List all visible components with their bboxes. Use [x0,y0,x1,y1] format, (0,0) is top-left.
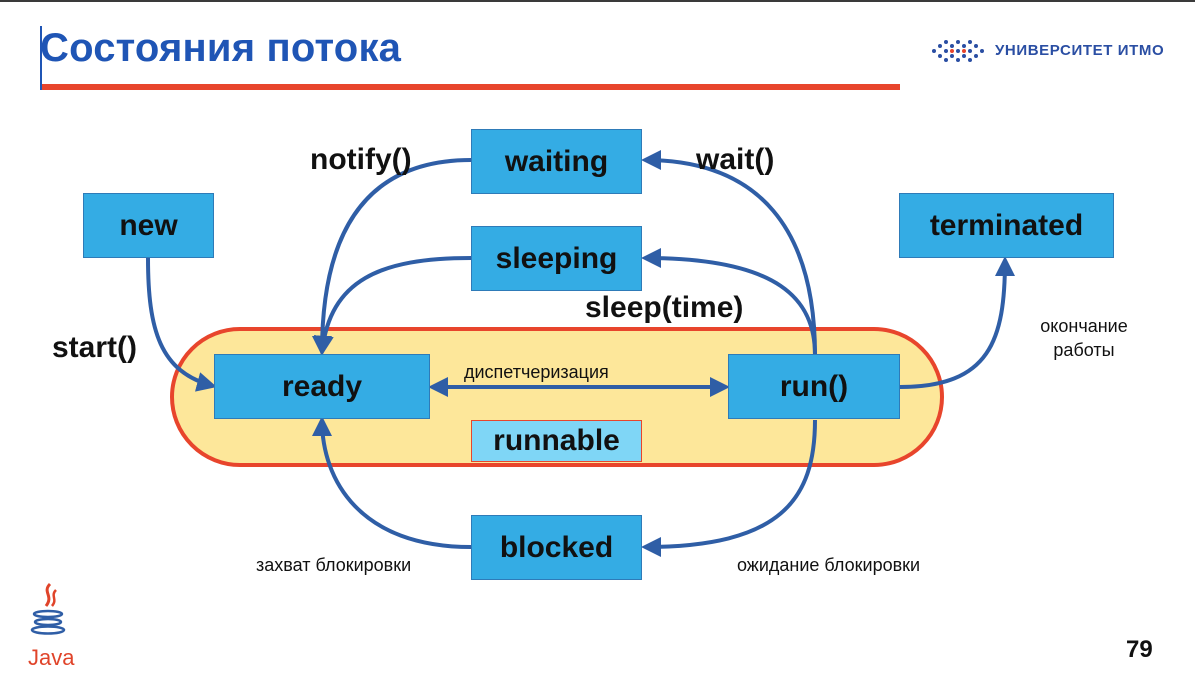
java-logo-icon [30,582,66,635]
logo-text: УНИВЕРСИТЕТ ИТМО [995,42,1165,59]
state-ready: ready [214,354,430,419]
state-terminated: terminated [899,193,1114,258]
label-notify: notify() [310,143,412,176]
slide-title: Состояния потока [40,26,402,70]
state-new: new [83,193,214,258]
label-sleep: sleep(time) [585,291,744,324]
label-lock-acquire: захват блокировки [256,555,412,575]
runnable-label: runnable [471,420,642,462]
arrow-blocked-ready [312,416,472,549]
title-accent [40,26,42,90]
state-sleeping: sleeping [471,226,642,291]
title-bar: Состояния потока [40,26,900,90]
state-blocked: blocked [471,515,642,580]
state-waiting: waiting [471,129,642,194]
label-wait: wait() [696,143,775,176]
label-start: start() [52,331,138,364]
top-border [0,0,1195,2]
arrow-waiting-ready [312,158,472,356]
arrow-run-sleeping [641,248,817,356]
arrow-run-blocked [641,419,817,557]
page-number: 79 [1126,636,1153,663]
state-run: run() [728,354,900,419]
arrow-run-terminated [899,256,1015,389]
label-lock-wait: ожидание блокировки [737,555,921,575]
label-end-of-work: окончание работы [1040,316,1128,360]
java-text: Java [28,645,75,670]
arrow-sleeping-ready [313,256,472,356]
arrow-run-waiting [641,150,817,356]
itmo-logo-icon [932,40,984,62]
arrow-new-ready [146,257,217,392]
label-dispatch: диспетчеризация [464,362,609,382]
